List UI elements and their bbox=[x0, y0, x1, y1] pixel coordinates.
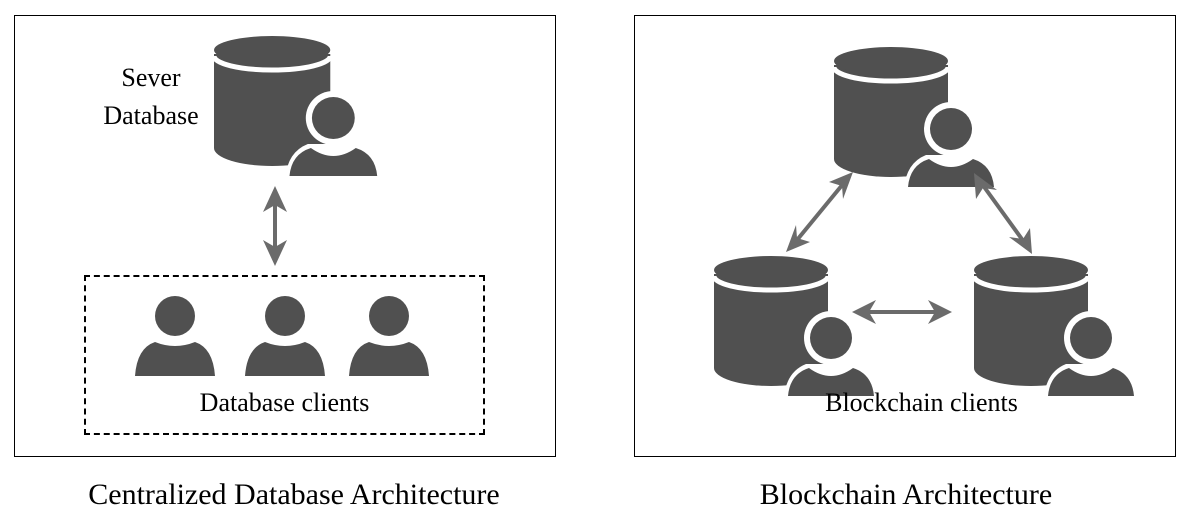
database-clients-group bbox=[84, 275, 485, 435]
server-database-icon bbox=[214, 36, 381, 178]
client-user-icon bbox=[349, 296, 429, 376]
double-arrow-icon bbox=[974, 173, 1032, 254]
client-user-icon bbox=[245, 296, 325, 376]
double-arrow-icon bbox=[786, 172, 853, 252]
blockchain-clients-label: Blockchain clients bbox=[825, 388, 1018, 417]
double-arrow-icon bbox=[263, 186, 287, 266]
centralized-caption: Centralized Database Architecture bbox=[88, 478, 500, 511]
blockchain-node-icon bbox=[834, 47, 998, 189]
server-label-line1: Sever bbox=[121, 63, 181, 92]
server-label-line2: Database bbox=[103, 101, 199, 130]
double-arrow-icon bbox=[852, 300, 952, 324]
server-database-label: Sever Database bbox=[86, 59, 216, 135]
blockchain-caption: Blockchain Architecture bbox=[759, 478, 1053, 511]
blockchain-node-icon bbox=[714, 256, 878, 398]
blockchain-node-icon bbox=[974, 256, 1138, 398]
client-user-icon bbox=[135, 296, 215, 376]
database-clients-label: Database clients bbox=[199, 388, 370, 417]
